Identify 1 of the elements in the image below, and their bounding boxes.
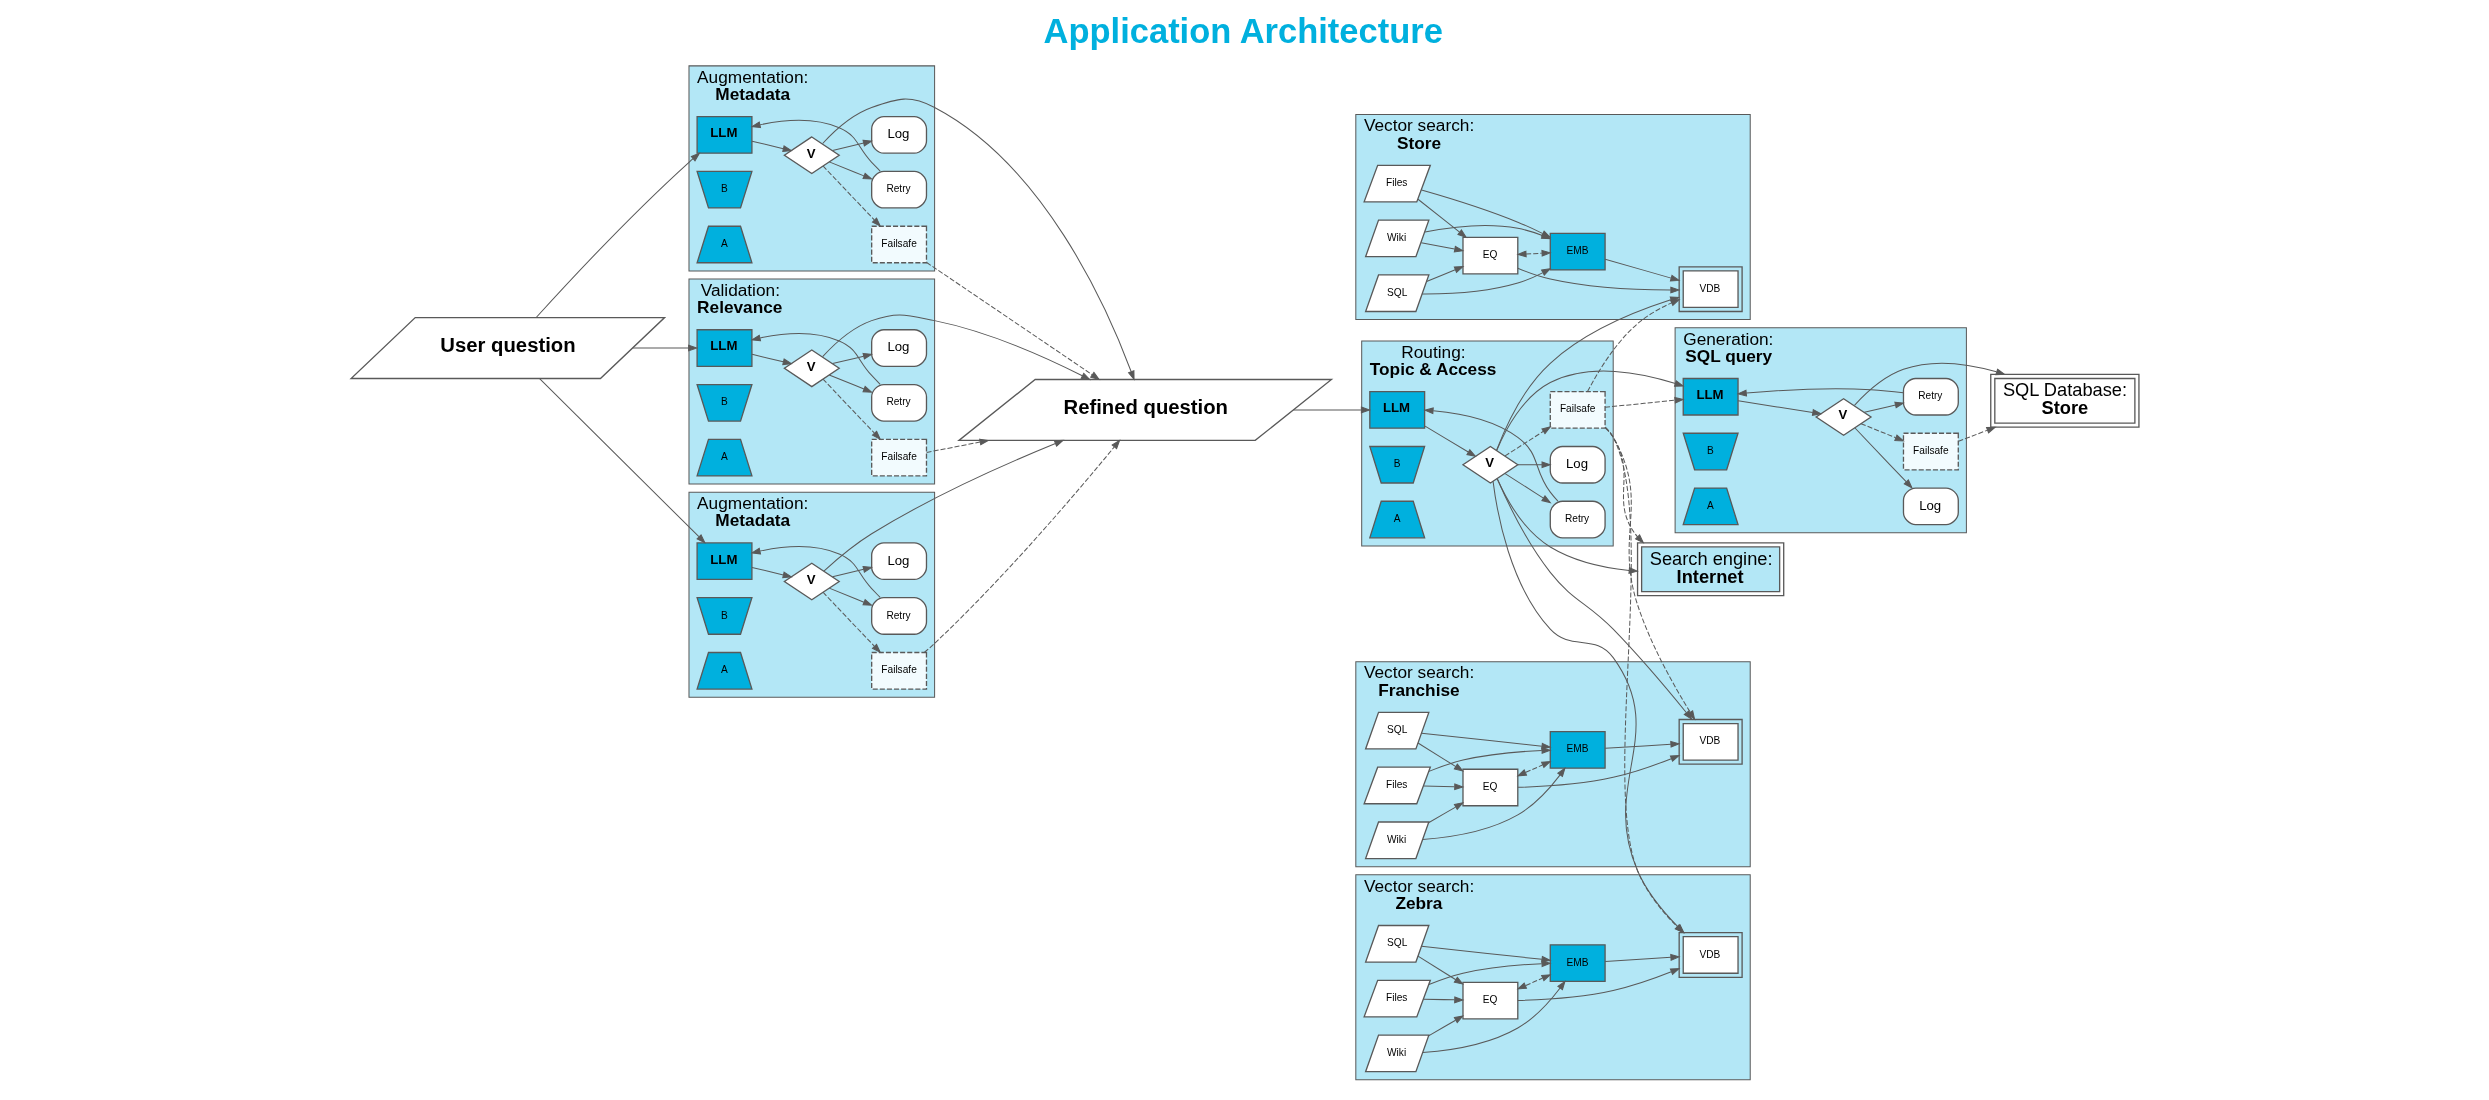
diagram-title: Application Architecture (1043, 11, 1443, 50)
